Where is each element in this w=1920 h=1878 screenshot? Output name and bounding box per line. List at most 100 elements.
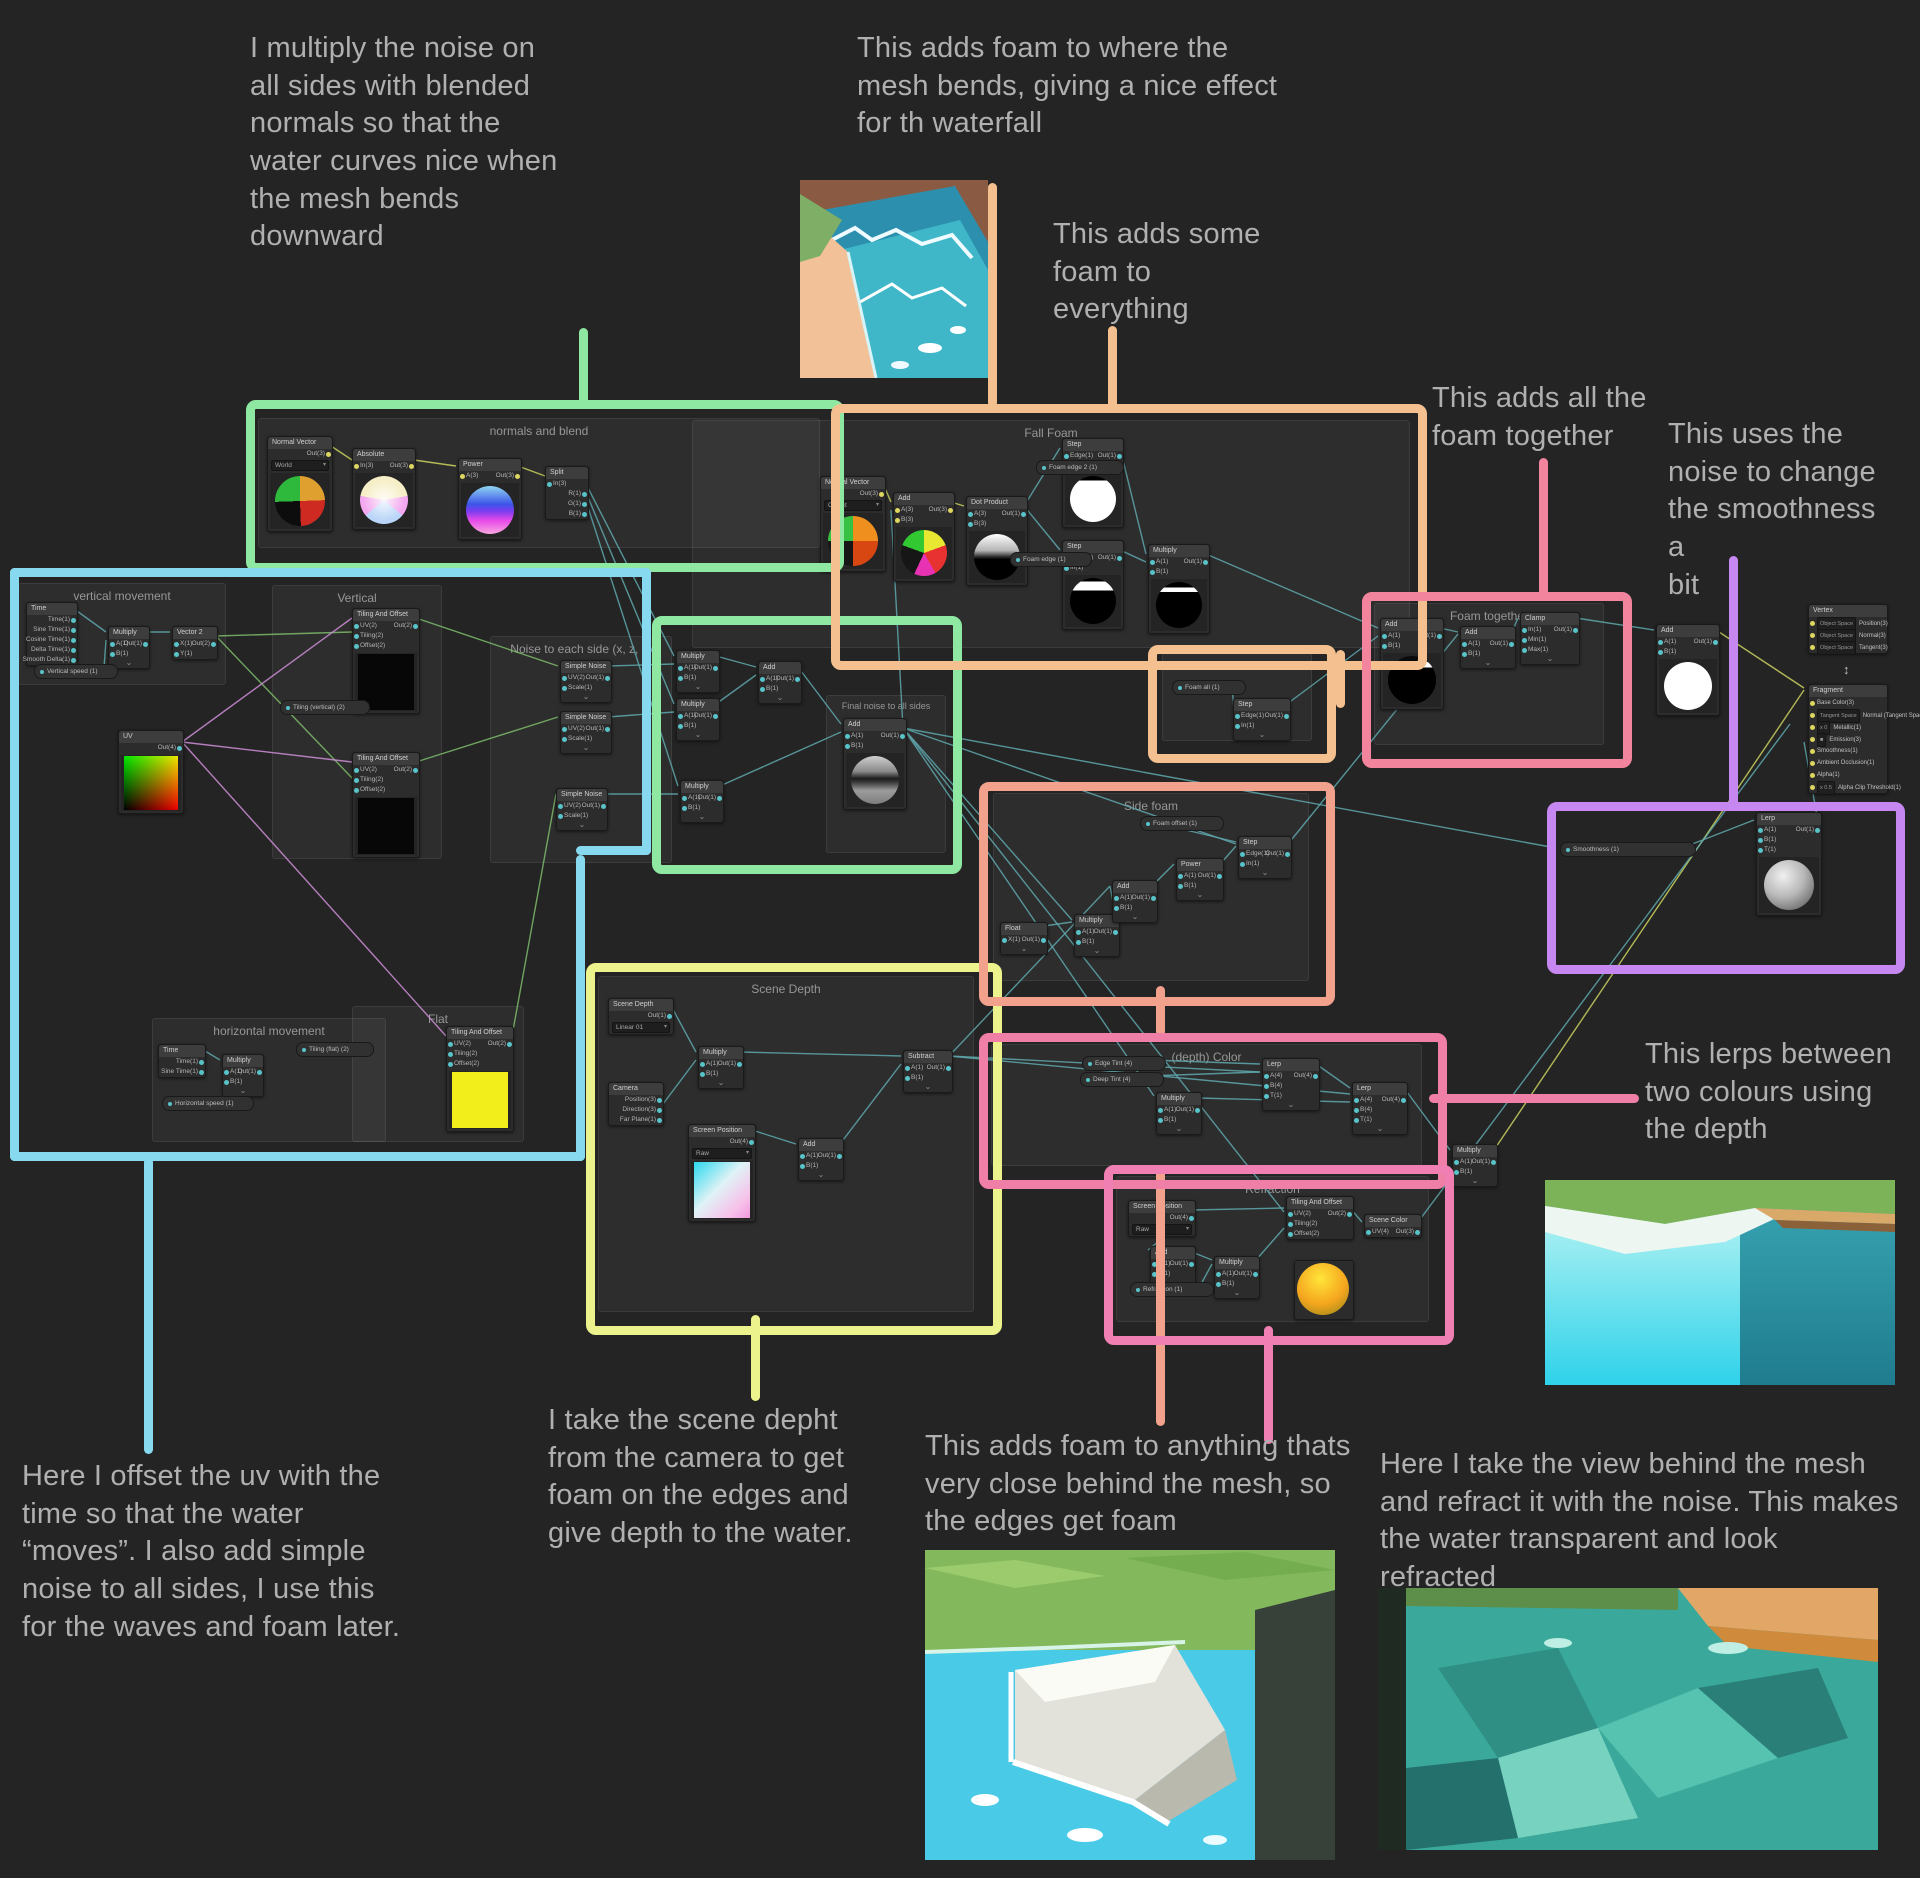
output-port[interactable]: [1509, 642, 1514, 647]
input-port[interactable]: [1240, 852, 1245, 857]
input-port[interactable]: [1288, 1222, 1293, 1227]
input-port[interactable]: [1264, 1084, 1269, 1089]
input-port[interactable]: [1288, 1232, 1293, 1237]
output-port[interactable]: [413, 768, 418, 773]
collapse-chevron-icon[interactable]: ⌄: [1175, 1124, 1183, 1133]
output-port[interactable]: [515, 474, 520, 479]
output-port[interactable]: [1041, 938, 1046, 943]
collapse-chevron-icon[interactable]: ⌄: [694, 730, 702, 739]
input-port[interactable]: [1064, 566, 1069, 571]
collapse-chevron-icon[interactable]: ⌄: [1484, 658, 1492, 667]
output-port[interactable]: [71, 638, 76, 643]
input-port[interactable]: [895, 518, 900, 523]
output-port[interactable]: [1113, 930, 1118, 935]
input-port[interactable]: [224, 1070, 229, 1075]
input-port[interactable]: [1150, 560, 1155, 565]
output-port[interactable]: [507, 1042, 512, 1047]
input-port[interactable]: [1758, 838, 1763, 843]
input-port[interactable]: [174, 652, 179, 657]
input-port[interactable]: [905, 1066, 910, 1071]
input-port[interactable]: [562, 676, 567, 681]
node-group-depth-color[interactable]: (depth) Color: [991, 1044, 1422, 1166]
property-pill-smoothness-1[interactable]: Smoothness (1): [1560, 842, 1696, 857]
input-port[interactable]: [682, 806, 687, 811]
input-port[interactable]: [845, 734, 850, 739]
output-port[interactable]: [1285, 852, 1290, 857]
node-group-horizontal-movement[interactable]: horizontal movement: [152, 1018, 386, 1142]
output-port[interactable]: [1347, 1212, 1352, 1217]
collapse-chevron-icon[interactable]: ⌄: [239, 1086, 247, 1095]
output-port[interactable]: [795, 677, 800, 682]
input-port[interactable]: [1810, 737, 1815, 742]
output-port[interactable]: [71, 618, 76, 623]
input-port[interactable]: [1810, 725, 1815, 730]
output-port[interactable]: [605, 727, 610, 732]
input-port[interactable]: [1810, 761, 1815, 766]
collapse-chevron-icon[interactable]: ⌄: [1546, 654, 1554, 663]
input-port[interactable]: [558, 814, 563, 819]
output-port[interactable]: [1117, 556, 1122, 561]
input-port[interactable]: [968, 522, 973, 527]
input-port[interactable]: [1150, 570, 1155, 575]
input-port[interactable]: [1366, 1230, 1371, 1235]
input-port[interactable]: [1382, 634, 1387, 639]
input-port[interactable]: [1288, 1212, 1293, 1217]
output-port[interactable]: [1195, 1108, 1200, 1113]
input-port[interactable]: [682, 796, 687, 801]
input-port[interactable]: [1216, 1272, 1221, 1277]
property-pill-foam-all-1[interactable]: Foam all (1): [1172, 680, 1246, 695]
port-default-stub[interactable]: ■: [1817, 733, 1827, 747]
input-port[interactable]: [1810, 749, 1815, 754]
input-port[interactable]: [1178, 874, 1183, 879]
collapse-chevron-icon[interactable]: ⌄: [125, 658, 133, 667]
input-port[interactable]: [1114, 896, 1119, 901]
input-port[interactable]: [1240, 862, 1245, 867]
input-port[interactable]: [1462, 652, 1467, 657]
input-port[interactable]: [562, 727, 567, 732]
output-port[interactable]: [1203, 560, 1208, 565]
input-port[interactable]: [800, 1154, 805, 1159]
collapse-chevron-icon[interactable]: ⌄: [717, 1078, 725, 1087]
input-port[interactable]: [1235, 724, 1240, 729]
input-port[interactable]: [1454, 1160, 1459, 1165]
input-port[interactable]: [968, 512, 973, 517]
input-port[interactable]: [1076, 930, 1081, 935]
output-port[interactable]: [948, 508, 953, 513]
input-port[interactable]: [354, 788, 359, 793]
property-pill-horizontal-speed-1[interactable]: Horizontal speed (1): [162, 1096, 254, 1111]
input-port[interactable]: [354, 464, 359, 469]
output-port[interactable]: [737, 1062, 742, 1067]
output-port[interactable]: [1151, 896, 1156, 901]
input-port[interactable]: [678, 666, 683, 671]
property-pill-foam-offset-1[interactable]: Foam offset (1): [1140, 816, 1224, 831]
input-port[interactable]: [1522, 628, 1527, 633]
input-port[interactable]: [700, 1062, 705, 1067]
collapse-chevron-icon[interactable]: ⌄: [1196, 890, 1204, 899]
node-dropdown[interactable]: Linear 01: [612, 1022, 670, 1033]
output-port[interactable]: [657, 1108, 662, 1113]
output-port[interactable]: [1313, 1074, 1318, 1079]
output-port[interactable]: [582, 512, 587, 517]
input-port[interactable]: [1354, 1108, 1359, 1113]
collapse-chevron-icon[interactable]: ⌄: [776, 693, 784, 702]
output-port[interactable]: [1573, 628, 1578, 633]
output-port[interactable]: [713, 714, 718, 719]
input-port[interactable]: [1076, 940, 1081, 945]
input-port[interactable]: [895, 508, 900, 513]
output-port[interactable]: [199, 1060, 204, 1065]
input-port[interactable]: [448, 1052, 453, 1057]
